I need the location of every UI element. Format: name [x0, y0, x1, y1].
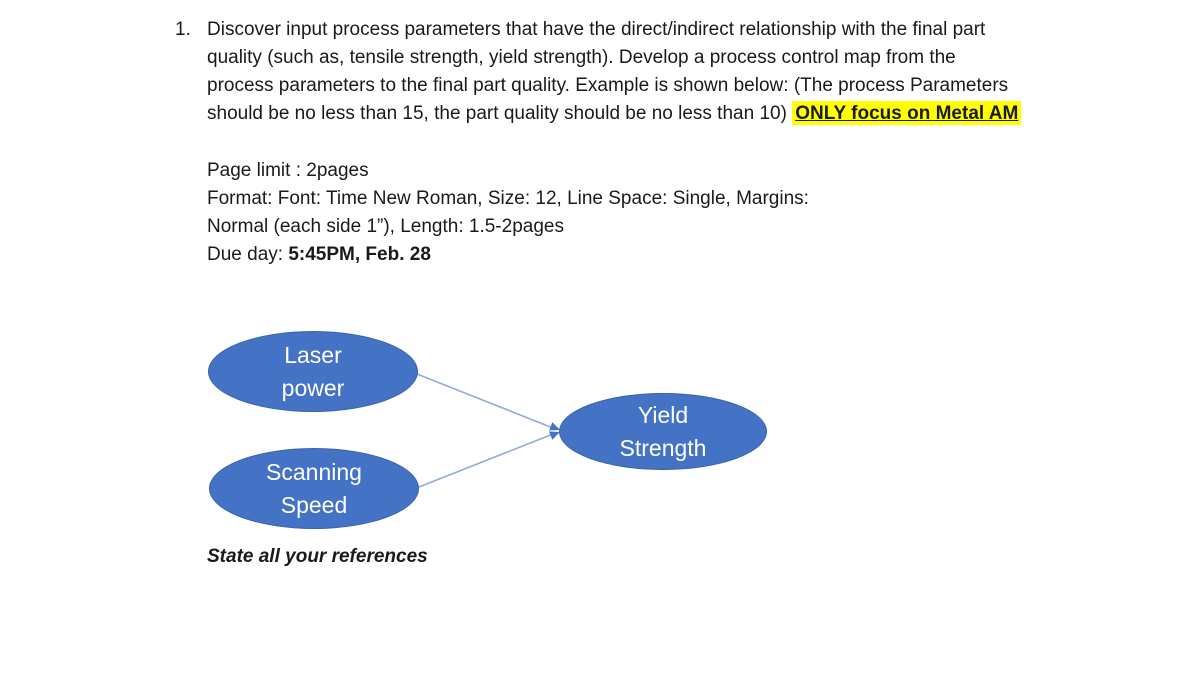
arrow-scanning-to-yield — [418, 433, 554, 488]
arrowhead-scanning-to-yield — [549, 431, 560, 440]
highlight-metal-am: ONLY focus on Metal AM — [792, 101, 1022, 125]
task-text-line-1: Discover input process parameters that h… — [207, 19, 986, 40]
due-label: Due day: — [207, 244, 289, 265]
node-scanning-speed-label: Scanning Speed — [266, 458, 362, 518]
task-text-line-4: should be no less than 15, the part qual… — [207, 100, 1022, 128]
due-date-bold: 5:45PM, Feb. 28 — [288, 244, 431, 265]
format-line-2: Normal (each side 1”), Length: 1.5-2page… — [207, 216, 564, 237]
arrowhead-laser-to-yield — [549, 422, 560, 431]
task-text-line-4-plain: should be no less than 15, the part qual… — [207, 103, 793, 124]
page-limit-line: Page limit : 2pages — [207, 160, 369, 181]
task-number: 1. — [175, 19, 191, 40]
node-yield-strength-label: Yield Strength — [619, 401, 707, 461]
references-note: State all your references — [207, 546, 428, 567]
task-text-line-3: process parameters to the final part qua… — [207, 75, 1009, 96]
details-block: Page limit : 2pages Format: Font: Time N… — [207, 157, 809, 269]
task-item: 1. Discover input process parameters tha… — [175, 16, 1022, 128]
node-laser-power-label: Laser power — [281, 341, 345, 401]
node-scanning-speed: Scanning Speed — [209, 448, 419, 529]
due-line: Due day: 5:45PM, Feb. 28 — [207, 241, 809, 269]
format-line-1: Format: Font: Time New Roman, Size: 12, … — [207, 188, 809, 209]
node-yield-strength: Yield Strength — [559, 393, 767, 470]
arrow-laser-to-yield — [416, 373, 554, 429]
node-laser-power: Laser power — [208, 331, 418, 412]
task-text-line-2: quality (such as, tensile strength, yiel… — [207, 47, 956, 68]
